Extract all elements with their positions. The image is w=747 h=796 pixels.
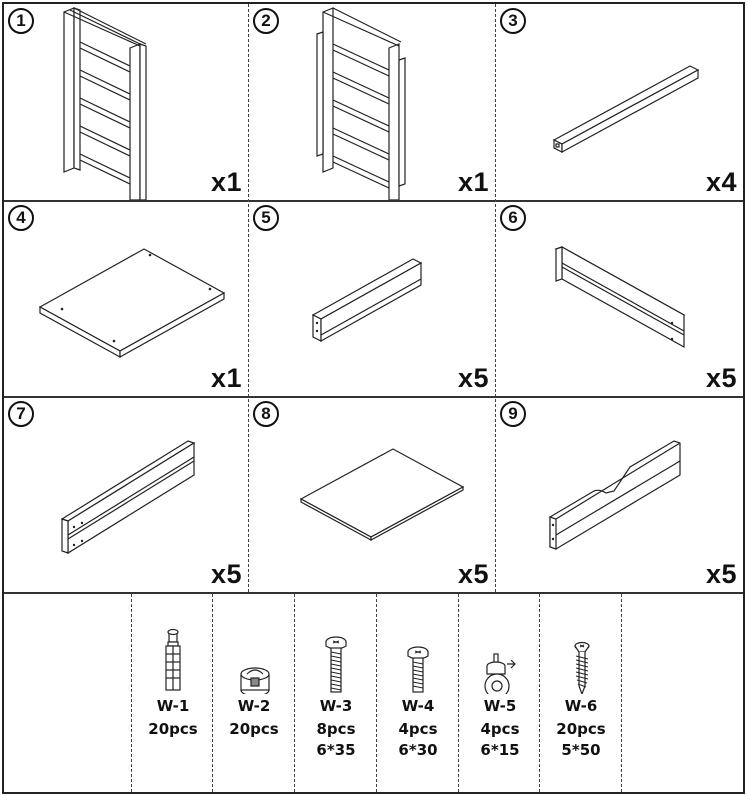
hardware-size: 5*50	[561, 741, 601, 759]
row-divider	[4, 396, 743, 398]
hardware-size: 6*15	[480, 741, 520, 759]
part-quantity: x5	[210, 559, 242, 589]
hardware-count: 8pcs	[316, 720, 356, 738]
hardware-size: 6*30	[398, 741, 438, 759]
part-quantity: x5	[457, 559, 489, 589]
part-1-cell: 1 x1	[4, 4, 248, 200]
hardware-item-w6: W-6 20pcs 5*50	[540, 594, 622, 786]
double-board-icon	[60, 440, 196, 555]
part-3-cell: 3 x4	[496, 4, 743, 200]
hardware-code: W-4	[401, 697, 435, 715]
hardware-count: 4pcs	[480, 720, 520, 738]
double-board-icon	[554, 245, 686, 349]
hardware-row: W-1 20pcs W-2 20pcs	[4, 594, 743, 792]
part-number-badge: 4	[8, 205, 34, 231]
part-quantity: x5	[457, 363, 489, 393]
column-divider	[539, 594, 540, 792]
hardware-item-w4: W-4 4pcs 6*30	[377, 594, 459, 786]
column-divider	[294, 594, 295, 792]
hardware-count: 4pcs	[398, 720, 438, 738]
part-number-badge: 3	[500, 8, 526, 34]
hardware-item-w2: W-2 20pcs	[213, 594, 295, 786]
row-divider	[4, 200, 743, 202]
part-8-cell: 8 x5	[249, 397, 495, 592]
part-4-cell: 4 x1	[4, 201, 248, 396]
ladder-side-frame-icon	[63, 7, 147, 200]
flat-panel-with-holes-icon	[38, 248, 226, 359]
bolt-icon	[325, 636, 347, 693]
part-5-cell: 5 x5	[249, 201, 495, 396]
column-divider	[212, 594, 213, 792]
part-quantity: x5	[705, 559, 737, 589]
notched-board-icon	[549, 440, 681, 550]
part-number-badge: 2	[253, 8, 279, 34]
column-divider	[248, 4, 249, 592]
grooved-board-icon	[311, 258, 423, 343]
part-number-badge: 9	[500, 401, 526, 427]
part-quantity: x1	[457, 167, 489, 197]
column-divider	[495, 4, 496, 592]
hardware-item-w5: W-5 4pcs 6*15	[459, 594, 541, 786]
column-divider	[376, 594, 377, 792]
part-quantity: x4	[705, 167, 737, 197]
hardware-code: W-3	[319, 697, 353, 715]
part-2-cell: 2 x1	[249, 4, 495, 200]
hardware-item-w1: W-1 20pcs	[132, 594, 214, 786]
hardware-item-w3: W-3 8pcs 6*35	[295, 594, 377, 786]
wood-screw-icon	[574, 641, 590, 694]
square-rail-icon	[552, 65, 700, 154]
hardware-code: W-5	[483, 697, 517, 715]
hardware-count: 20pcs	[229, 720, 279, 738]
ladder-side-frame-with-grooves-icon	[316, 7, 406, 200]
column-divider	[131, 594, 132, 792]
hardware-count: 20pcs	[556, 720, 606, 738]
part-quantity: x1	[210, 167, 242, 197]
part-number-badge: 1	[8, 8, 34, 34]
column-divider	[458, 594, 459, 792]
part-6-cell: 6 x5	[496, 201, 743, 396]
cam-bolt-icon	[165, 628, 181, 691]
part-7-cell: 7 x5	[4, 397, 248, 592]
part-number-badge: 7	[8, 401, 34, 427]
part-number-badge: 6	[500, 205, 526, 231]
part-quantity: x1	[210, 363, 242, 393]
hardware-size: 6*35	[316, 741, 356, 759]
part-number-badge: 8	[253, 401, 279, 427]
bolt-icon	[407, 646, 429, 693]
caster-wheel-icon	[484, 653, 516, 694]
hardware-count: 20pcs	[148, 720, 198, 738]
part-9-cell: 9 x5	[496, 397, 743, 592]
part-quantity: x5	[705, 363, 737, 393]
hardware-code: W-2	[237, 697, 271, 715]
column-divider	[621, 594, 622, 792]
part-number-badge: 5	[253, 205, 279, 231]
row-divider	[4, 592, 743, 594]
cam-lock-icon	[240, 667, 270, 694]
thin-panel-icon	[299, 448, 465, 542]
hardware-code: W-1	[156, 697, 190, 715]
hardware-code: W-6	[564, 697, 598, 715]
